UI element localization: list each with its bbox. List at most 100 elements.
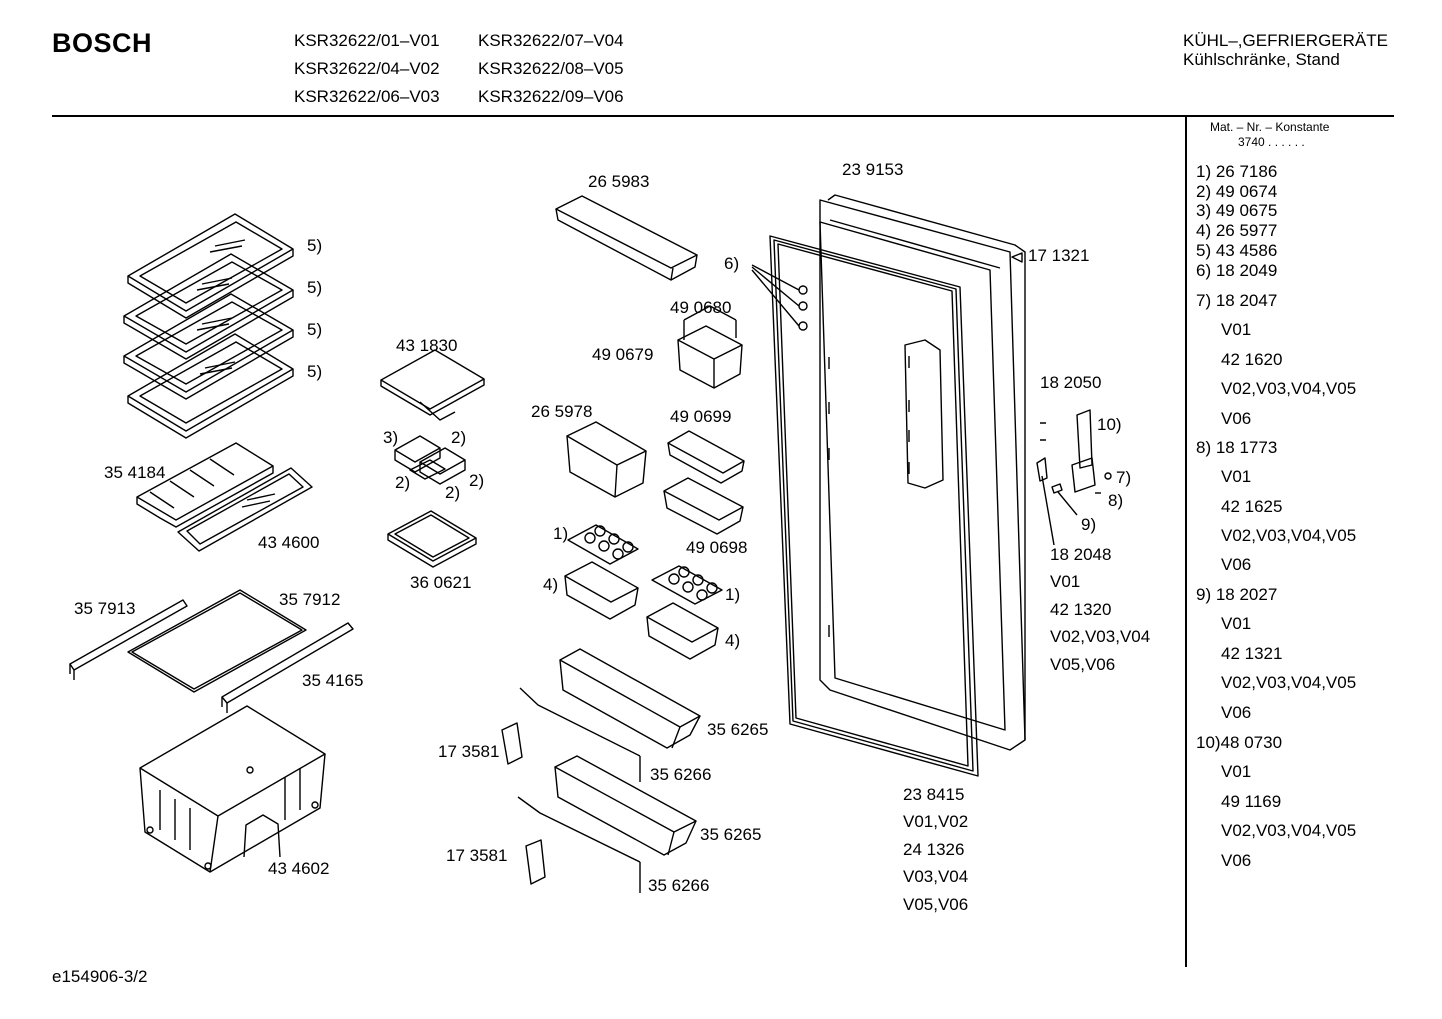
door-bin bbox=[566, 421, 647, 498]
part-callout: 49 0699 bbox=[670, 407, 732, 426]
glass-plate bbox=[127, 589, 307, 693]
bottle-shelf bbox=[559, 648, 701, 749]
part-callout: V03,V04 bbox=[903, 867, 969, 886]
model-number: KSR32622/04–V02 bbox=[294, 59, 440, 78]
egg-tray bbox=[567, 524, 639, 565]
part-callout: 6) bbox=[724, 254, 740, 273]
part-callout: 5) bbox=[307, 236, 323, 255]
part-callout: 36 0621 bbox=[410, 573, 472, 592]
parts-list-item: 6) 18 2049 bbox=[1196, 261, 1278, 280]
parts-list-item: 7) 18 2047 bbox=[1196, 291, 1278, 310]
part-callout: V01 bbox=[1050, 572, 1081, 591]
parts-list-item: 9) 18 2027 bbox=[1196, 585, 1278, 604]
parts-list-item: 42 1625 bbox=[1221, 497, 1283, 516]
model-number: KSR32622/06–V03 bbox=[294, 87, 440, 106]
part-callout: 43 4600 bbox=[258, 533, 320, 552]
part-callout: 35 7912 bbox=[279, 590, 341, 609]
parts-list-item: V06 bbox=[1221, 555, 1252, 574]
part-callout: 1) bbox=[725, 585, 741, 604]
part-callout: V02,V03,V04 bbox=[1050, 627, 1151, 646]
part-callout: 9) bbox=[1081, 515, 1097, 534]
door-bin bbox=[667, 430, 745, 484]
bottle-stop bbox=[501, 687, 641, 765]
sidebar-constant: 3740 . . . . . . bbox=[1238, 135, 1305, 149]
part-callout: V05,V06 bbox=[1050, 655, 1116, 674]
part-callout: 7) bbox=[1116, 468, 1132, 487]
parts-list-item: 3) 49 0675 bbox=[1196, 201, 1278, 220]
part-callout: 35 6266 bbox=[650, 765, 712, 784]
part-callout: 23 9153 bbox=[842, 160, 904, 179]
part-callout: 17 3581 bbox=[446, 846, 508, 865]
glass-shelf bbox=[127, 333, 294, 439]
part-callout: 43 1830 bbox=[396, 336, 458, 355]
document-id: e154906-3/2 bbox=[52, 967, 148, 986]
parts-list-item: 1) 26 7186 bbox=[1196, 162, 1278, 181]
door-bin bbox=[663, 477, 744, 535]
parts-list-item: V02,V03,V04,V05 bbox=[1221, 379, 1357, 398]
category-title: KÜHL–,GEFRIERGERÄTE bbox=[1183, 31, 1388, 50]
door-shelf-top bbox=[555, 195, 698, 281]
model-number: KSR32622/08–V05 bbox=[478, 59, 624, 78]
part-callout: V01,V02 bbox=[903, 812, 969, 831]
part-callout: 49 0679 bbox=[592, 345, 654, 364]
part-callout: 26 5983 bbox=[588, 172, 650, 191]
door-bin-hinged bbox=[677, 305, 743, 389]
parts-list-item: V06 bbox=[1221, 703, 1252, 722]
parts-list-item: V06 bbox=[1221, 409, 1252, 428]
part-callout: 2) bbox=[395, 473, 411, 492]
part-callout: 49 0698 bbox=[686, 538, 748, 557]
bottle-shelf bbox=[554, 755, 697, 856]
small-bin bbox=[564, 561, 639, 620]
part-callout: 2) bbox=[451, 428, 467, 447]
crisper-glass bbox=[177, 467, 313, 552]
part-callout: 49 0680 bbox=[670, 298, 732, 317]
model-number: KSR32622/09–V06 bbox=[478, 87, 624, 106]
model-number: KSR32622/07–V04 bbox=[478, 31, 624, 50]
parts-list-item: 2) 49 0674 bbox=[1196, 182, 1278, 201]
part-callout: 43 4602 bbox=[268, 859, 330, 878]
parts-list-item: 49 1169 bbox=[1221, 792, 1282, 811]
brand-logo: BOSCH bbox=[52, 28, 153, 58]
part-callout: 35 6266 bbox=[648, 876, 710, 895]
door-gasket bbox=[769, 235, 979, 777]
category-subtitle: Kühlschränke, Stand bbox=[1183, 50, 1340, 69]
door-hinge bbox=[1036, 409, 1112, 546]
side-rail-left bbox=[69, 599, 188, 680]
small-inserts bbox=[394, 435, 466, 485]
part-callout: 24 1326 bbox=[903, 840, 965, 859]
part-callout: 4) bbox=[725, 631, 741, 650]
small-bin bbox=[646, 602, 719, 660]
part-callout: 2) bbox=[469, 471, 485, 490]
crisper-cover bbox=[136, 442, 274, 528]
part-callout: 18 2050 bbox=[1040, 373, 1102, 392]
sidebar-heading: Mat. – Nr. – Konstante bbox=[1210, 120, 1330, 134]
part-callout: 5) bbox=[307, 278, 323, 297]
part-callout: 35 4184 bbox=[104, 463, 166, 482]
tray bbox=[387, 510, 477, 568]
part-callout: 3) bbox=[383, 428, 399, 447]
sidebar-divider bbox=[1185, 117, 1187, 967]
parts-list-item: 42 1321 bbox=[1221, 644, 1283, 663]
side-rail-right bbox=[221, 622, 354, 713]
part-callout: 17 1321 bbox=[1028, 246, 1090, 265]
parts-list-item: V01 bbox=[1221, 614, 1252, 633]
part-callout: V05,V06 bbox=[903, 895, 969, 914]
parts-list-item: V01 bbox=[1221, 320, 1252, 339]
part-callout: 1) bbox=[553, 524, 569, 543]
part-callout: 26 5978 bbox=[531, 402, 593, 421]
part-callout: 8) bbox=[1108, 491, 1124, 510]
egg-tray bbox=[651, 565, 723, 605]
parts-list-item: 5) 43 4586 bbox=[1196, 241, 1278, 260]
parts-list-item: V02,V03,V04,V05 bbox=[1221, 821, 1357, 840]
parts-list-item: V01 bbox=[1221, 467, 1252, 486]
part-callout: 5) bbox=[307, 320, 323, 339]
part-callout: 4) bbox=[543, 575, 559, 594]
part-callout: 17 3581 bbox=[438, 742, 500, 761]
parts-list-item: V06 bbox=[1221, 851, 1252, 870]
parts-list-item: V01 bbox=[1221, 762, 1252, 781]
part-callout: 35 6265 bbox=[707, 720, 769, 739]
part-callout: 42 1320 bbox=[1050, 600, 1112, 619]
part-callout: 10) bbox=[1097, 415, 1122, 434]
header-divider bbox=[52, 115, 1394, 117]
